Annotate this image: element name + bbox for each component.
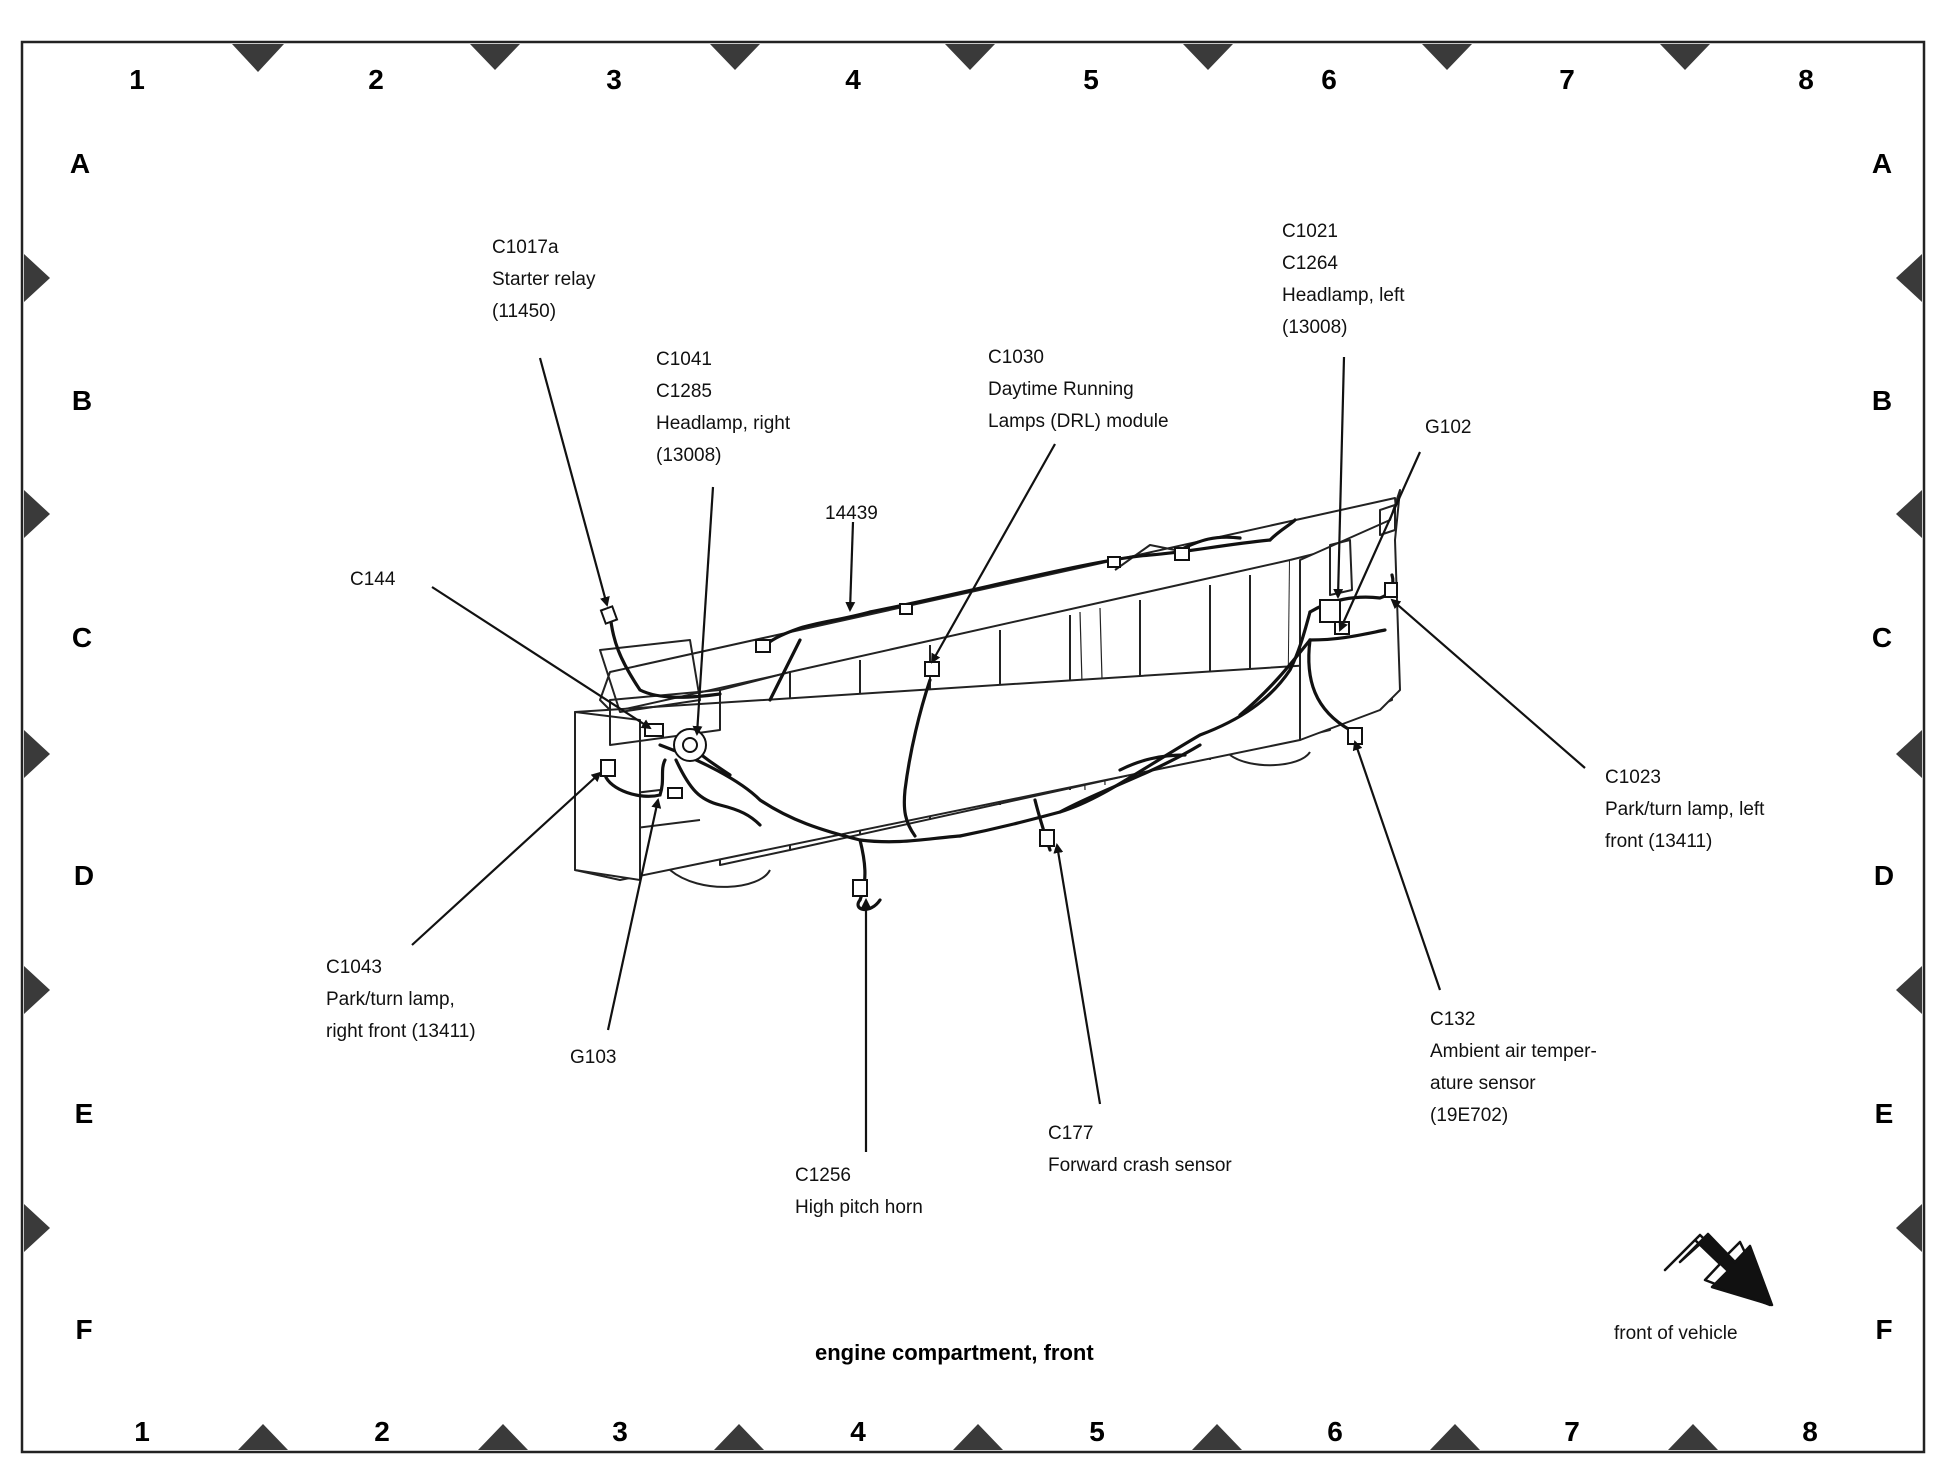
row-label: C (1871, 622, 1893, 653)
row-label: B (71, 385, 93, 416)
callout-line: (19E702) (1430, 1105, 1509, 1126)
row-label: A (69, 148, 91, 179)
callout-line: right front (13411) (326, 1021, 476, 1042)
column-label: 3 (606, 64, 622, 95)
callout-line: C132 (1430, 1009, 1476, 1030)
callout-line: Ambient air temper- (1430, 1041, 1597, 1062)
callout-c1017a-starter-relay: C1017a Starter relay (11450) (492, 232, 595, 328)
column-label: 7 (1559, 64, 1575, 95)
callout-line: C1264 (1282, 253, 1338, 274)
callout-line: Lamps (DRL) module (988, 411, 1169, 432)
callout-line: Park/turn lamp, left (1605, 799, 1765, 820)
callout-line: High pitch horn (795, 1197, 923, 1218)
callout-line: C177 (1048, 1123, 1094, 1144)
callout-c1043-park-turn-right: C1043 Park/turn lamp, right front (13411… (326, 952, 476, 1048)
row-label: D (73, 860, 95, 891)
callout-c1030-drl-module: C1030 Daytime Running Lamps (DRL) module (988, 342, 1169, 438)
callout-line: Headlamp, left (1282, 285, 1405, 306)
column-label: 8 (1798, 64, 1814, 95)
column-label: 4 (850, 1416, 866, 1447)
callout-line: C144 (350, 569, 396, 590)
callout-c132-ambient-sensor: C132 Ambient air temper- ature sensor (1… (1430, 1004, 1597, 1132)
callout-line: front (13411) (1605, 831, 1713, 852)
callout-line: Daytime Running (988, 379, 1134, 400)
callout-g103: G103 (570, 1042, 616, 1074)
column-label: 5 (1083, 64, 1099, 95)
column-label: 2 (368, 64, 384, 95)
column-label: 6 (1321, 64, 1337, 95)
diagram-border (20, 40, 1926, 1454)
radiator-support-drawing (574, 489, 1401, 888)
callout-line: C1021 (1282, 221, 1338, 242)
column-label: 2 (374, 1416, 390, 1447)
column-label: 4 (845, 64, 861, 95)
leader-lines (411, 356, 1586, 1152)
column-label: 3 (612, 1416, 628, 1447)
callout-line: (13008) (1282, 317, 1348, 338)
callout-line: Starter relay (492, 269, 596, 290)
border-markers (24, 44, 1922, 1450)
callout-line: C1017a (492, 237, 559, 258)
callout-line: C1043 (326, 957, 382, 978)
callout-line: C1023 (1605, 767, 1661, 788)
row-label: E (74, 1098, 94, 1129)
callout-g102: G102 (1425, 412, 1471, 444)
callout-line: (11450) (492, 301, 557, 322)
callout-line: 14439 (825, 503, 878, 524)
callout-line: C1041 (656, 349, 712, 370)
column-label: 8 (1802, 1416, 1818, 1447)
callout-c1041-headlamp-right: C1041 C1285 Headlamp, right (13008) (656, 344, 790, 472)
callout-14439: 14439 (825, 498, 878, 530)
column-label: 6 (1327, 1416, 1343, 1447)
connector-shapes (599, 547, 1398, 897)
column-label: 1 (129, 64, 145, 95)
callout-c144: C144 (350, 564, 395, 596)
column-label: 1 (134, 1416, 150, 1447)
row-label: F (1875, 1314, 1893, 1345)
callout-c177-crash-sensor: C177 Forward crash sensor (1048, 1118, 1232, 1182)
callout-c1256-horn: C1256 High pitch horn (795, 1160, 923, 1224)
front-of-vehicle-icon (1663, 1232, 1774, 1307)
callout-line: G103 (570, 1047, 617, 1068)
callout-line: C1030 (988, 347, 1044, 368)
row-label: B (1871, 385, 1893, 416)
row-label: D (1873, 860, 1895, 891)
callout-line: C1285 (656, 381, 712, 402)
callout-line: Headlamp, right (656, 413, 791, 434)
front-of-vehicle-label: front of vehicle (1614, 1323, 1738, 1344)
row-label: C (71, 622, 93, 653)
callout-line: C1256 (795, 1165, 851, 1186)
callout-line: Forward crash sensor (1048, 1155, 1232, 1176)
row-label: A (1871, 148, 1893, 179)
callout-line: G102 (1425, 417, 1472, 438)
column-label: 5 (1089, 1416, 1105, 1447)
callout-c1021-headlamp-left: C1021 C1264 Headlamp, left (13008) (1282, 216, 1405, 344)
callout-line: ature sensor (1430, 1073, 1536, 1094)
row-label: E (1874, 1098, 1894, 1129)
wiring-harness (603, 518, 1395, 911)
callout-line: (13008) (656, 445, 722, 466)
column-label: 7 (1564, 1416, 1580, 1447)
diagram-title: engine compartment, front (815, 1340, 1094, 1365)
callout-line: Park/turn lamp, (326, 989, 455, 1010)
callout-c1023-park-turn-left: C1023 Park/turn lamp, left front (13411) (1605, 762, 1764, 858)
row-label: F (75, 1314, 93, 1345)
